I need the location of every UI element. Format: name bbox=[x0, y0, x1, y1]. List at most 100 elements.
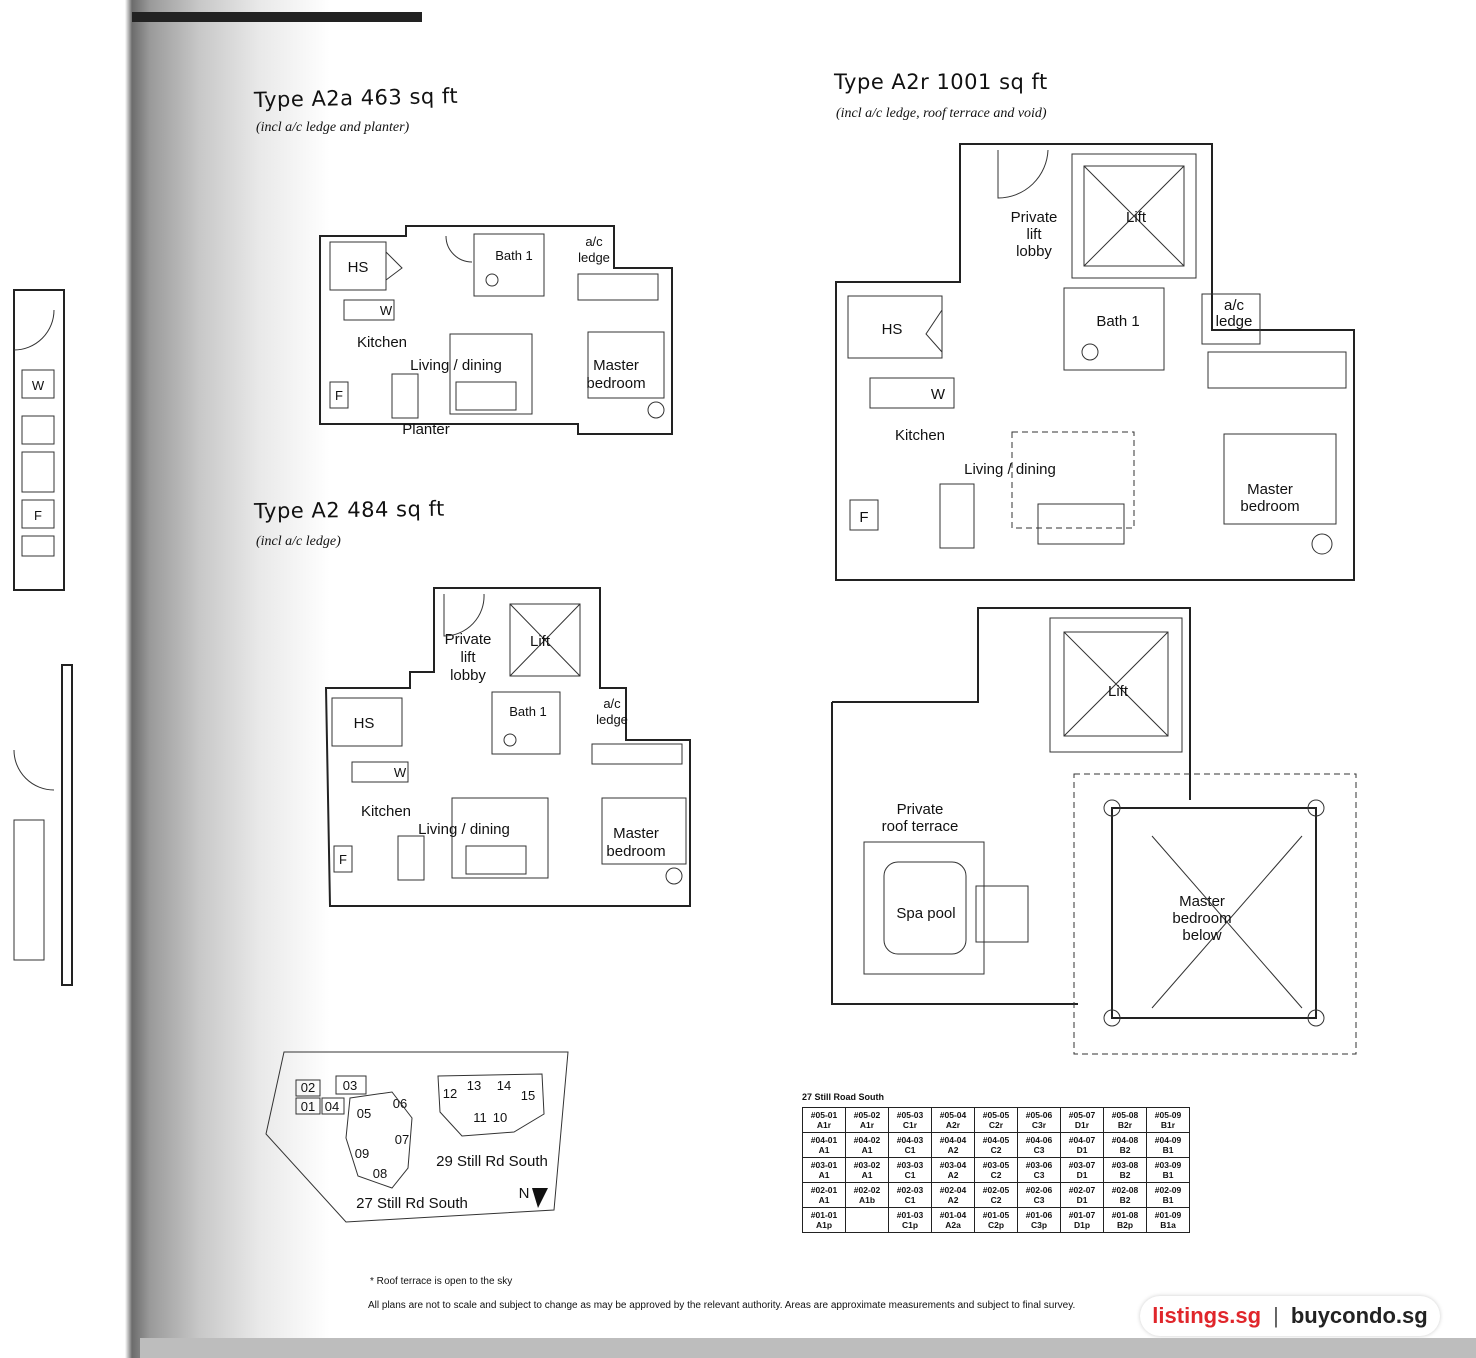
a2-bath-label: Bath 1 bbox=[509, 704, 547, 719]
site-unit-04: 04 bbox=[325, 1099, 339, 1114]
a2r-liftword-label: lift bbox=[1027, 226, 1043, 243]
site-block29-label: 29 Still Rd South bbox=[436, 1153, 548, 1170]
left-f-label: F bbox=[34, 508, 42, 523]
site-unit-11: 11 bbox=[473, 1110, 487, 1125]
unit-number: #04-06 bbox=[1025, 1135, 1053, 1145]
roof-terrace2-label: roof terrace bbox=[882, 818, 959, 835]
watermark-right: buycondo.sg bbox=[1290, 1303, 1428, 1328]
unit-number: #03-09 bbox=[1154, 1160, 1182, 1170]
site-unit-14: 14 bbox=[497, 1078, 511, 1093]
a2r-lift-label: Lift bbox=[1126, 209, 1147, 226]
unit-type: C3 bbox=[1033, 1195, 1045, 1205]
unit-type: A1 bbox=[861, 1145, 873, 1155]
unit-type: B2 bbox=[1119, 1145, 1131, 1155]
site-unit-15: 15 bbox=[521, 1088, 535, 1103]
unit-number: #04-01 bbox=[810, 1135, 838, 1145]
unit-type: A2 bbox=[947, 1195, 959, 1205]
north-arrow-icon bbox=[532, 1188, 548, 1208]
a2r-living-label: Living / dining bbox=[964, 461, 1056, 478]
unit-type: B1 bbox=[1162, 1195, 1174, 1205]
a2a-kitchen-label: Kitchen bbox=[357, 334, 407, 351]
site-unit-05: 05 bbox=[357, 1106, 371, 1121]
unit-number: #04-03 bbox=[896, 1135, 924, 1145]
plan-a2-note: (incl a/c ledge) bbox=[256, 534, 341, 549]
site-unit-09: 09 bbox=[355, 1146, 369, 1161]
unit-type: C3 bbox=[1033, 1170, 1045, 1180]
roof-lift-label: Lift bbox=[1108, 683, 1129, 700]
page-bottom-edge bbox=[140, 1338, 1476, 1358]
unit-type: D1 bbox=[1076, 1195, 1088, 1205]
a2a-bath-label: Bath 1 bbox=[495, 248, 533, 263]
unit-number: #01-01 bbox=[810, 1210, 838, 1220]
a2-ledge-label: ledge bbox=[596, 712, 628, 727]
a2r-private-label: Private bbox=[1011, 209, 1058, 226]
unit-type: D1r bbox=[1074, 1120, 1090, 1130]
unit-type: B1 bbox=[1162, 1145, 1174, 1155]
roof-terrace-note: * Roof terrace is open to the sky bbox=[370, 1276, 513, 1287]
plan-a2-title: Type A2 484 sq ft bbox=[253, 496, 445, 524]
unit-type: A2 bbox=[947, 1145, 959, 1155]
spa-pool-label: Spa pool bbox=[896, 905, 955, 922]
roof-mb1-label: Master bbox=[1179, 893, 1225, 910]
unit-type: A1 bbox=[818, 1145, 830, 1155]
unit-type: B1a bbox=[1160, 1220, 1176, 1230]
unit-type: C2 bbox=[990, 1145, 1002, 1155]
unit-type: A1r bbox=[816, 1120, 832, 1130]
unit-number: #05-09 bbox=[1154, 1110, 1182, 1120]
unit-number: #01-05 bbox=[982, 1210, 1010, 1220]
unit-table-caption: 27 Still Road South bbox=[802, 1092, 885, 1102]
unit-number: #03-08 bbox=[1111, 1160, 1139, 1170]
unit-number: #05-02 bbox=[853, 1110, 881, 1120]
site-plan: 02 03 01 04 05 06 07 09 08 12 13 14 15 1… bbox=[265, 1051, 569, 1223]
a2r-hs-label: HS bbox=[882, 321, 903, 338]
floorplan-a2r-roof: Lift Private roof terrace Spa pool Maste… bbox=[831, 607, 1357, 1055]
unit-type: A1 bbox=[861, 1170, 873, 1180]
unit-type: C2p bbox=[987, 1220, 1005, 1230]
unit-type: C1r bbox=[902, 1120, 918, 1130]
page-top-edge bbox=[132, 12, 422, 22]
unit-number: #05-03 bbox=[896, 1110, 924, 1120]
unit-number: #01-06 bbox=[1025, 1210, 1053, 1220]
site-unit-13: 13 bbox=[467, 1078, 481, 1093]
a2a-f-label: F bbox=[335, 388, 343, 403]
a2-w-label: W bbox=[394, 765, 407, 780]
unit-number: #01-03 bbox=[896, 1210, 924, 1220]
unit-type: A1 bbox=[818, 1195, 830, 1205]
unit-type: B2 bbox=[1119, 1170, 1131, 1180]
unit-type: B1 bbox=[1162, 1170, 1174, 1180]
watermark-badge: listings.sg | buycondo.sg bbox=[1140, 1296, 1440, 1336]
unit-number: #05-07 bbox=[1068, 1110, 1096, 1120]
unit-type: C1 bbox=[904, 1195, 916, 1205]
site-unit-02: 02 bbox=[301, 1080, 315, 1095]
unit-type: A1 bbox=[818, 1170, 830, 1180]
a2a-living-label: Living / dining bbox=[410, 357, 502, 374]
left-w-label: W bbox=[32, 378, 45, 393]
a2r-lobby-label: lobby bbox=[1016, 243, 1052, 260]
unit-type: A1p bbox=[815, 1220, 833, 1230]
plan-a2a-note: (incl a/c ledge and planter) bbox=[256, 120, 410, 135]
roof-terrace1-label: Private bbox=[897, 801, 944, 818]
unit-type: C1 bbox=[904, 1170, 916, 1180]
a2-liftword-label: lift bbox=[461, 649, 477, 666]
unit-type: C3 bbox=[1033, 1145, 1045, 1155]
a2a-ledge-label: ledge bbox=[578, 250, 610, 265]
